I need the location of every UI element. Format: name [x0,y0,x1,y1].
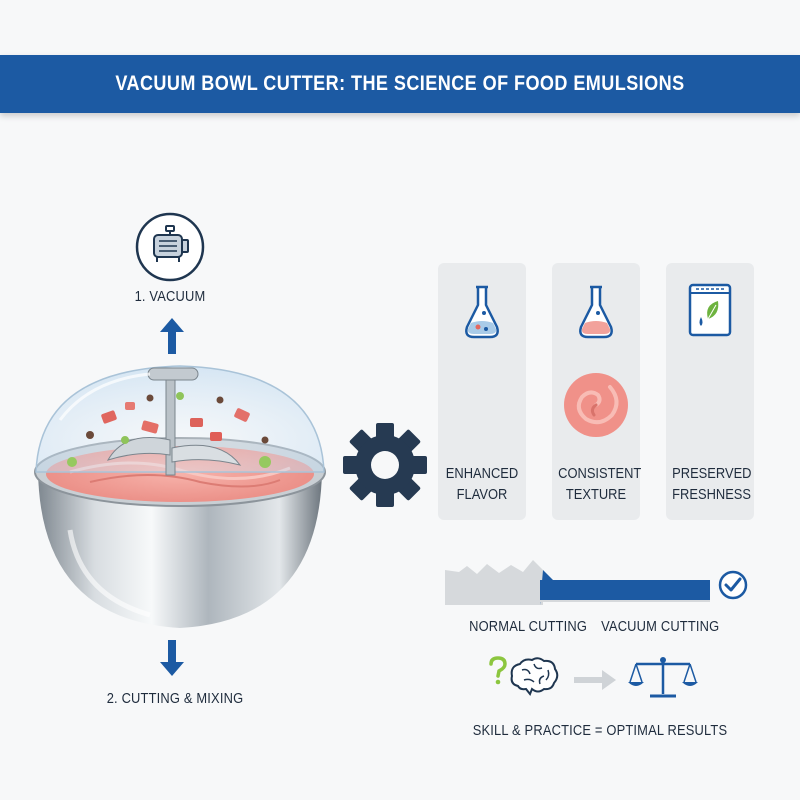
benefit-card-freshness: PRESERVED FRESHNESS [666,263,754,520]
flask-icon [462,283,502,343]
step-vacuum-label: 1. VACUUM [134,288,206,305]
arrow-down-icon [160,640,184,676]
benefit-texture-line1: CONSISTENT [558,465,642,482]
benefit-texture-line2: TEXTURE [565,486,627,503]
benefit-flavor-line1: ENHANCED [445,465,519,482]
benefit-flavor-line2: FLAVOR [456,486,508,503]
balance-scale-icon [628,654,698,700]
arrow-up-icon [160,318,184,354]
vacuum-pump-icon [135,212,205,282]
question-icon [488,656,508,686]
brain-icon [508,656,560,696]
benefit-card-flavor: ENHANCED FLAVOR [438,263,526,520]
vacuum-cutting-label: VACUUM CUTTING [601,618,720,635]
header-banner: VACUUM BOWL CUTTER: THE SCIENCE OF FOOD … [0,55,800,113]
normal-cutting-label: NORMAL CUTTING [469,618,588,635]
flask-icon [576,283,616,343]
skill-practice-text: SKILL & PRACTICE = OPTIMAL RESULTS [472,722,728,739]
step-cutting-mixing-label: 2. CUTTING & MIXING [106,690,244,707]
page-title: VACUUM BOWL CUTTER: THE SCIENCE OF FOOD … [115,72,685,95]
benefit-card-texture: CONSISTENT TEXTURE [552,263,642,520]
arrow-right-icon [574,670,616,690]
emulsion-swirl-icon [564,373,628,437]
comparison-bar [445,560,715,605]
bowl-cutter-illustration [30,360,330,635]
gear-icon [340,420,430,510]
benefit-freshness-line2: FRESHNESS [672,486,752,503]
check-circle-icon [718,570,748,600]
benefit-freshness-line1: PRESERVED [672,465,752,482]
leaf-bag-icon [686,281,734,339]
